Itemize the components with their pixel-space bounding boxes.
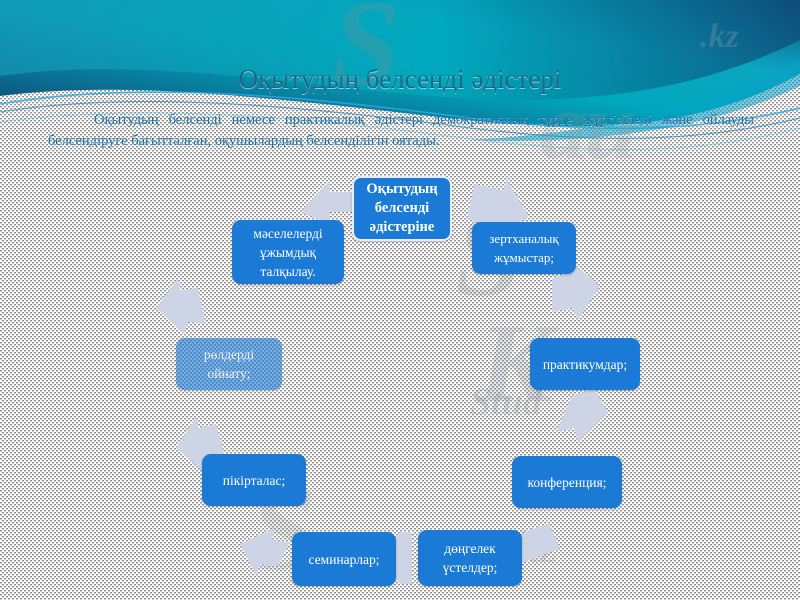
node-label: практикумдар; (542, 356, 628, 372)
diagram-node-laboratory[interactable]: зертханалық жұмыстар; (472, 222, 576, 274)
node-label: рөлдерді ойнату; (203, 347, 255, 381)
diagram-node-debate[interactable]: пікірталас; (202, 454, 306, 506)
node-label: зертханалық жұмыстар; (489, 231, 559, 265)
banner-waves (0, 0, 800, 151)
diagram-node-conference[interactable]: конференция; (512, 456, 622, 508)
diagram-node-seminar[interactable]: семинарлар; (292, 532, 396, 586)
diagram-node-center[interactable]: Оқытудың белсенді әдістеріне (352, 176, 452, 241)
node-label: дөңгелек үстелдер; (442, 541, 498, 575)
slide-title: Оқытудың белсенді әдістері (238, 64, 562, 94)
node-label: пікірталас; (222, 472, 286, 488)
diagram-node-discussion[interactable]: мәселелерді ұжымдық талқылау. (232, 220, 344, 284)
node-label: семинарлар; (308, 551, 380, 567)
node-label: конференция; (527, 474, 607, 490)
cycle-diagram: Оқытудың белсенді әдістеріне зертханалық… (0, 160, 800, 600)
diagram-node-round-table[interactable]: дөңгелек үстелдер; (418, 530, 522, 586)
slide-paragraph: Оқытудың белсенді немесе практикалық әді… (48, 112, 754, 149)
header-banner (0, 0, 800, 200)
diagram-node-role-play[interactable]: рөлдерді ойнату; (176, 338, 282, 390)
node-label: Оқытудың белсенді әдістеріне (366, 181, 438, 235)
node-label: мәселелерді ұжымдық талқылау. (253, 225, 323, 279)
diagram-node-practicum[interactable]: практикумдар; (530, 338, 640, 390)
